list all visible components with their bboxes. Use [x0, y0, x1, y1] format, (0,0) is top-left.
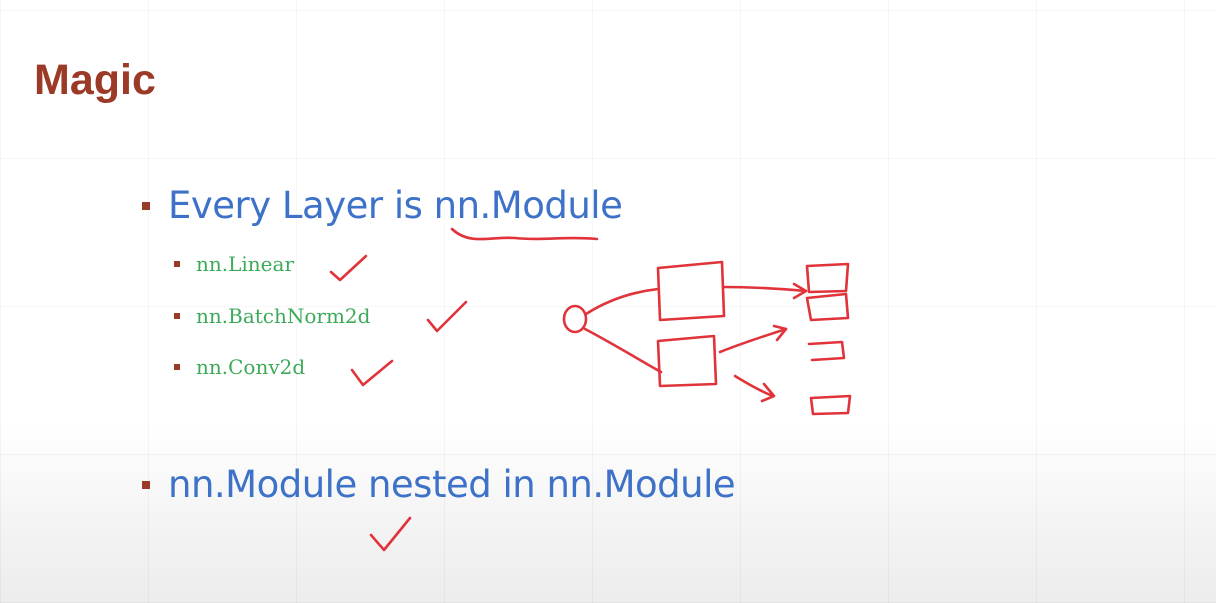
child-box-2 — [805, 292, 850, 322]
bullet-text: Every Layer is nn.Module — [168, 184, 623, 227]
underline-stroke — [450, 227, 599, 241]
check-mark-nested — [369, 516, 412, 552]
sub-bullet-conv: nn.Conv2d — [174, 355, 305, 379]
sub-bullet-marker — [174, 261, 180, 267]
bullet-nested-module: nn.Module nested in nn.Module — [142, 463, 736, 506]
sub-bullet-marker — [174, 364, 180, 370]
arrow-bottom-line — [733, 374, 775, 398]
bullet-marker — [142, 201, 150, 210]
check-mark-batchnorm — [426, 300, 468, 333]
arrow-bottom-head — [760, 382, 776, 403]
child-box-4 — [809, 394, 852, 416]
arrow-lower-head — [772, 324, 788, 342]
child-box-1 — [805, 262, 850, 294]
sub-bullet-text: nn.Linear — [196, 252, 294, 276]
slide-title: Magic — [34, 56, 156, 104]
branch-lower — [583, 327, 663, 374]
bullet-every-layer: Every Layer is nn.Module — [142, 184, 623, 227]
sub-bullet-batchnorm: nn.BatchNorm2d — [174, 304, 370, 328]
module-box-upper — [656, 260, 726, 322]
arrow-lower-line — [718, 327, 788, 354]
bullet-marker — [142, 480, 150, 489]
module-box-lower — [656, 334, 718, 388]
root-node-circle — [562, 304, 588, 334]
sub-bullet-marker — [174, 313, 180, 319]
sub-bullet-text: nn.Conv2d — [196, 355, 306, 379]
child-box-3 — [807, 340, 846, 362]
sub-bullet-text: nn.BatchNorm2d — [196, 304, 371, 328]
branch-upper — [584, 287, 660, 316]
arrow-upper-head — [792, 282, 808, 300]
check-mark-linear — [329, 254, 368, 282]
check-mark-conv — [350, 359, 394, 387]
arrow-upper-line — [722, 285, 808, 293]
bullet-text: nn.Module nested in nn.Module — [168, 463, 736, 506]
sub-bullet-linear: nn.Linear — [174, 252, 294, 276]
